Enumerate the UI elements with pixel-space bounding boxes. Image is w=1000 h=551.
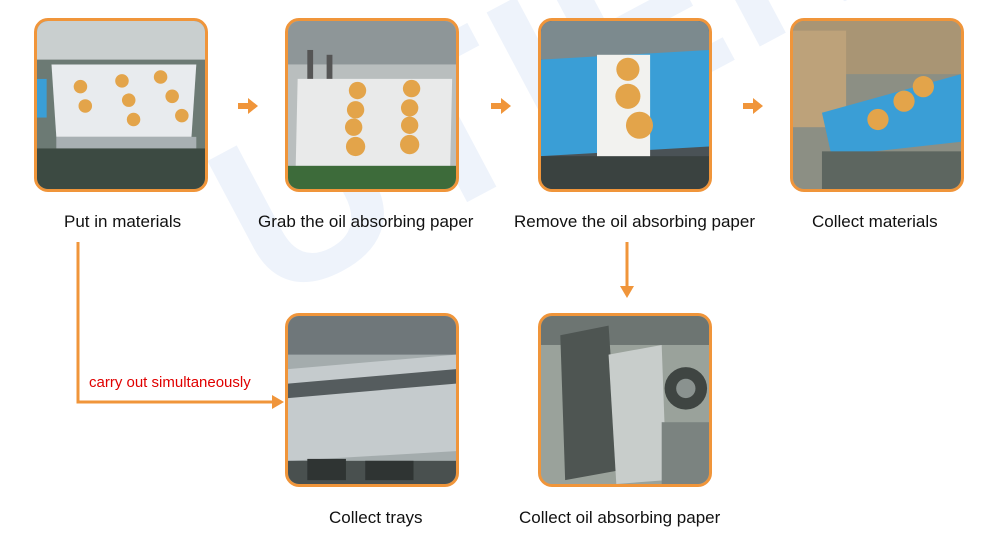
photo-remove-paper <box>538 18 712 192</box>
photo-collect-trays <box>285 313 459 487</box>
simultaneous-connector-arrowhead <box>272 395 284 409</box>
step-arrow-2 <box>491 98 511 114</box>
caption-collect-materials: Collect materials <box>812 212 938 231</box>
step-arrow-1 <box>238 98 258 114</box>
photo-put-in-materials <box>34 18 208 192</box>
photo-grab-paper <box>285 18 459 192</box>
step-arrow-3 <box>743 98 763 114</box>
photo-collect-paper <box>538 313 712 487</box>
caption-grab-paper: Grab the oil absorbing paper <box>258 212 474 231</box>
simultaneous-note: carry out simultaneously <box>89 374 251 391</box>
caption-collect-paper: Collect oil absorbing paper <box>519 508 721 527</box>
down-connector-arrowhead <box>620 286 634 298</box>
photo-collect-materials <box>790 18 964 192</box>
caption-collect-trays: Collect trays <box>329 508 423 527</box>
caption-remove-paper: Remove the oil absorbing paper <box>514 212 755 231</box>
caption-put-in-materials: Put in materials <box>64 212 182 231</box>
